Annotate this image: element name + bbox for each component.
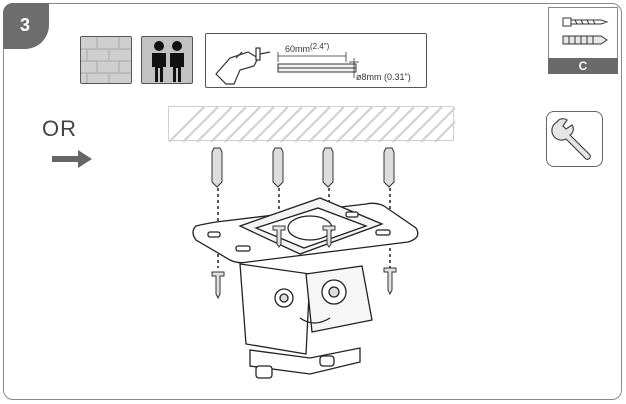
wrench-icon <box>551 118 591 160</box>
alignment-lines <box>217 188 391 268</box>
drill-icon <box>215 47 359 85</box>
drill-depth-label: 60mm(2.4") <box>285 42 330 54</box>
drill-diameter-label: ø8mm (0.31") <box>356 72 411 82</box>
mount-bracket <box>239 263 373 379</box>
wall-anchor-icon <box>562 35 608 45</box>
wall-anchors <box>211 147 395 188</box>
step-badge: 3 <box>3 3 49 49</box>
wrench-tool-box <box>546 111 603 167</box>
step-number: 3 <box>14 14 36 36</box>
screw-icon <box>562 17 609 27</box>
drill-spec-box <box>205 33 427 88</box>
two-person-icon <box>141 36 193 84</box>
or-label: OR <box>42 116 77 141</box>
brick-wall-icon <box>80 36 132 84</box>
mounting-screws <box>211 225 397 300</box>
right-arrow-icon <box>52 150 92 168</box>
hardware-label: C <box>548 58 618 74</box>
mounting-plate <box>192 197 419 264</box>
ceiling-surface <box>168 106 455 142</box>
